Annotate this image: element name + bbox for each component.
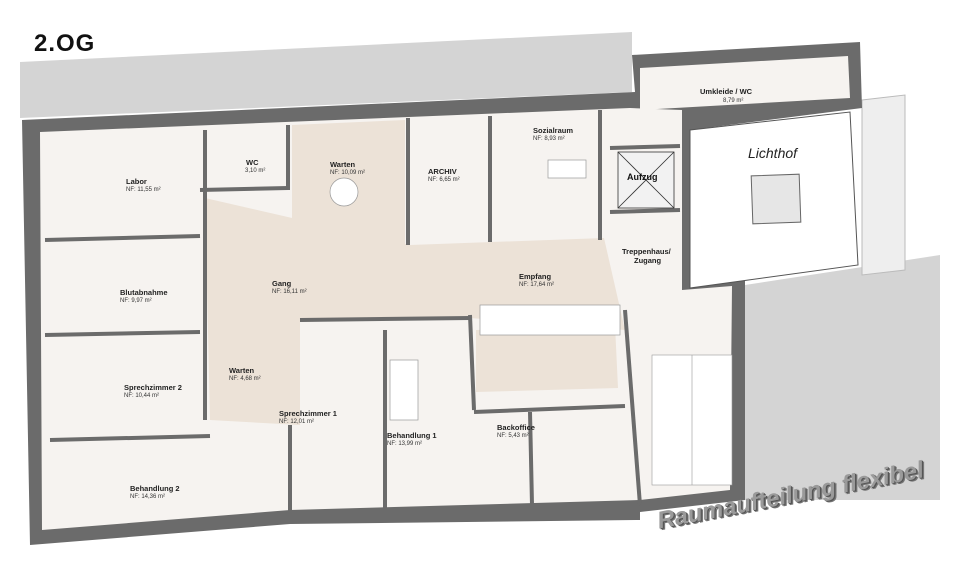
room-area-sprechzimmer-1: NF: 12,01 m² <box>279 419 315 425</box>
room-label-lichthof: Lichthof <box>748 145 798 161</box>
floor-title: 2.OG <box>34 30 96 57</box>
room-area-warten: NF: 10,09 m² <box>330 170 366 176</box>
neighbor-stair-right <box>861 94 906 276</box>
neighbor-building-top <box>20 32 632 118</box>
umkleide-floor <box>640 56 850 110</box>
empfang-desk-area <box>476 325 618 392</box>
room-label-gang: Gang <box>272 279 292 288</box>
room-label-aufzug: Aufzug <box>627 172 658 182</box>
room-area-behandlung-1: NF: 13,99 m² <box>387 441 423 447</box>
room-label-treppenhaus: Treppenhaus/ <box>622 247 671 256</box>
room-label-wc: WC <box>246 158 259 167</box>
room-label-archiv: ARCHIV <box>428 167 457 176</box>
room-area-archiv: NF: 6,65 m² <box>428 177 460 183</box>
room-label-warten: Warten <box>330 160 356 169</box>
room-area-labor: NF: 11,55 m² <box>126 187 161 193</box>
lichthof-skylight <box>750 173 802 225</box>
room-area-gang: NF: 16,11 m² <box>272 289 307 295</box>
room-label-backoffice: Backoffice <box>497 423 535 432</box>
room-area-empfang: NF: 17,64 m² <box>519 282 555 288</box>
room-label-sprechzimmer-1: Sprechzimmer 1 <box>279 409 337 418</box>
room-label-sozialraum: Sozialraum <box>533 126 574 135</box>
room-area-behandlung-2: NF: 14,36 m² <box>130 494 166 500</box>
room-area-blutabnahme: NF: 9,97 m² <box>120 298 152 304</box>
room-label-empfang: Empfang <box>519 272 552 281</box>
room-label-warten-2: Warten <box>229 366 255 375</box>
neighbor-building-right <box>745 255 940 500</box>
room-area-umkleide: 8,79 m² <box>723 98 744 104</box>
room-label-blutabnahme: Blutabnahme <box>120 288 168 297</box>
room-area-warten-2: NF: 4,68 m² <box>229 376 261 382</box>
furniture <box>329 159 621 421</box>
room-label-zugang: Zugang <box>634 256 662 265</box>
gang-floor <box>205 198 625 425</box>
interior-walls <box>44 110 681 520</box>
room-area-backoffice: NF: 5,43 m² <box>497 433 529 439</box>
room-area-sozialraum: NF: 8,93 m² <box>533 136 565 142</box>
room-label-labor: Labor <box>126 177 147 186</box>
elevator-shaft <box>617 151 675 209</box>
room-area-wc: 3,10 m² <box>245 168 266 174</box>
room-area-sprechzimmer-2: NF: 10,44 m² <box>124 393 160 399</box>
room-label-umkleide: Umkleide / WC <box>700 87 753 96</box>
staircase <box>651 354 733 486</box>
room-label-behandlung-2: Behandlung 2 <box>130 484 180 493</box>
room-label-sprechzimmer-2: Sprechzimmer 2 <box>124 383 182 392</box>
room-label-behandlung-1: Behandlung 1 <box>387 431 437 440</box>
